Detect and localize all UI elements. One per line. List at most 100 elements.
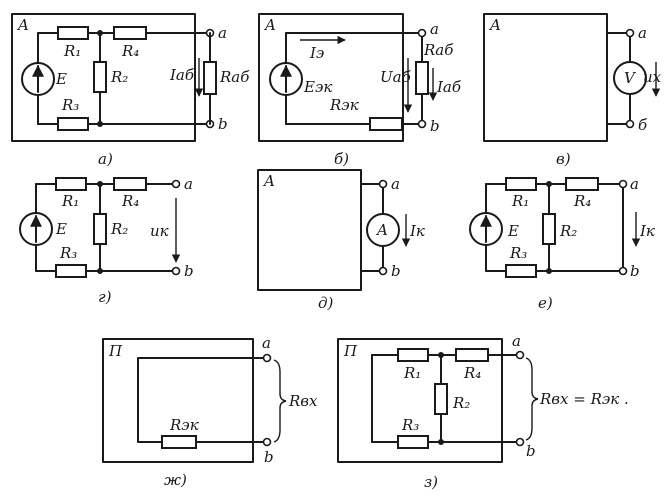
panel-g-r2-label: R₂	[110, 220, 128, 238]
panel-b-box-label: A	[263, 16, 276, 34]
panel-e-term-b-label: b	[630, 262, 640, 280]
panel-b-load	[415, 61, 429, 95]
panel-z-r4-label: R₄	[463, 364, 481, 382]
panel-b: A Eэк Iэ Rэк Rаб Iаб Uаб a b б)	[258, 13, 462, 168]
panel-z-term-a-label: a	[512, 332, 521, 350]
panel-a-i-label: Iаб	[169, 66, 195, 84]
panel-zh-caption: ж)	[164, 471, 187, 489]
panel-a-term-a-label: a	[218, 24, 227, 42]
panel-v-terminal-b	[625, 119, 635, 129]
panel-a-r2-label: R₂	[110, 68, 128, 86]
panel-a-e-label: E	[55, 70, 67, 88]
panel-b-rek-label: Rэк	[329, 96, 359, 114]
panel-g-term-b-label: b	[184, 262, 194, 280]
panel-a-r1-label: R₁	[63, 42, 81, 60]
panel-v: A V uх a б в)	[483, 13, 662, 168]
panel-b-ie-label: Iэ	[309, 44, 324, 62]
panel-g-r1-label: R₁	[61, 192, 79, 210]
panel-a-r3	[57, 117, 89, 131]
panel-z-rin-label: Rвх = Rэк .	[539, 390, 629, 408]
panel-a-box-label: A	[16, 16, 29, 34]
panel-b-term-b-label: b	[430, 117, 440, 135]
panel-d-box-label: A	[262, 172, 275, 190]
panel-v-u-label: uх	[643, 68, 662, 86]
panel-g-r3-label: R₃	[59, 244, 77, 262]
panel-g-r2	[93, 213, 107, 245]
panel-v-term-a-label: a	[638, 24, 647, 42]
panel-g-caption: г)	[98, 288, 112, 306]
panel-zh-terminal-b	[262, 437, 272, 447]
panel-v-terminal-a	[625, 28, 635, 38]
panel-zh-loop	[137, 357, 268, 443]
panel-z-r4	[455, 348, 489, 362]
panel-z-terminal-a	[515, 350, 525, 360]
panel-zh-frame	[102, 338, 254, 463]
panel-e-terminal-a	[618, 179, 628, 189]
panel-a-frame	[11, 13, 196, 142]
panel-e: E R₁ R₄ R₂ R₃ a b Iк е)	[469, 175, 655, 312]
panel-zh-rin-label: Rвх	[288, 392, 318, 410]
panel-b-rek	[369, 117, 403, 131]
panel-e-caption: е)	[538, 294, 553, 312]
panel-z-r2-label: R₂	[452, 394, 470, 412]
panel-g: E R₁ R₄ R₂ R₃ a b uк г)	[19, 175, 194, 306]
panel-z-r3-label: R₃	[401, 416, 419, 434]
panel-v-caption: в)	[556, 150, 571, 168]
panel-a-term-b-label: b	[218, 115, 228, 133]
panel-a-r4	[113, 26, 147, 40]
panel-d-frame	[257, 169, 362, 291]
panel-d-terminal-a	[378, 179, 388, 189]
panel-g-u-label: uк	[150, 222, 169, 240]
panel-b-il-label: Iаб	[436, 78, 462, 96]
panel-d-i-label: Iк	[409, 222, 425, 240]
panel-a-load-label: Rаб	[219, 68, 250, 86]
panel-d-terminal-b	[378, 266, 388, 276]
panel-g-node-top	[97, 181, 103, 187]
panel-b-e-label: Eэк	[303, 78, 332, 96]
panel-g-r3	[55, 264, 87, 278]
panel-e-terminal-b	[618, 266, 628, 276]
panel-a-node-bottom	[97, 121, 103, 127]
panel-g-node-bottom	[97, 268, 103, 274]
panel-b-u-label: Uаб	[380, 68, 412, 86]
panel-zh-brace-icon	[273, 359, 287, 443]
panel-b-term-a-label: a	[430, 20, 439, 38]
panel-g-r4-label: R₄	[121, 192, 139, 210]
panel-a-caption: а)	[98, 150, 113, 168]
panel-v-frame	[483, 13, 608, 142]
panel-g-r1	[55, 177, 87, 191]
panel-d-term-a-label: a	[391, 175, 400, 193]
panel-e-term-a-label: a	[630, 175, 639, 193]
panel-g-terminal-b	[171, 266, 181, 276]
panel-zh-box-label: П	[108, 342, 123, 360]
panel-d-caption: д)	[318, 294, 334, 312]
panel-e-r1	[505, 177, 537, 191]
panel-a-node-top	[97, 30, 103, 36]
panel-e-r4	[565, 177, 599, 191]
panel-z-term-b-label: b	[526, 442, 536, 460]
panel-b-terminal-a	[417, 28, 427, 38]
panel-z-caption: з)	[424, 473, 438, 491]
panel-g-r4	[113, 177, 147, 191]
panel-zh-rek	[161, 435, 197, 449]
panel-e-node-bottom	[546, 268, 552, 274]
panel-z-r1-label: R₁	[403, 364, 421, 382]
panel-zh-term-b-label: b	[264, 448, 274, 466]
panel-d-term-b-label: b	[391, 262, 401, 280]
panel-z-r2	[434, 383, 448, 415]
panel-e-e-label: E	[507, 222, 519, 240]
panel-z-r1	[397, 348, 429, 362]
panel-a-r2	[93, 61, 107, 93]
panel-e-r1-label: R₁	[511, 192, 529, 210]
panel-g-e-label: E	[55, 220, 67, 238]
panel-b-load-label: Rаб	[423, 41, 454, 59]
panel-a-r3-label: R₃	[61, 96, 79, 114]
panel-v-box-label: A	[488, 16, 501, 34]
panel-e-r2	[542, 213, 556, 245]
voltmeter-icon	[613, 61, 647, 95]
panel-g-term-a-label: a	[184, 175, 193, 193]
panel-g-terminal-a	[171, 179, 181, 189]
panel-e-r4-label: R₄	[573, 192, 591, 210]
panel-z: П R₁ R₄ R₂ R₃ a b Rвх = Rэк . з)	[337, 332, 629, 491]
